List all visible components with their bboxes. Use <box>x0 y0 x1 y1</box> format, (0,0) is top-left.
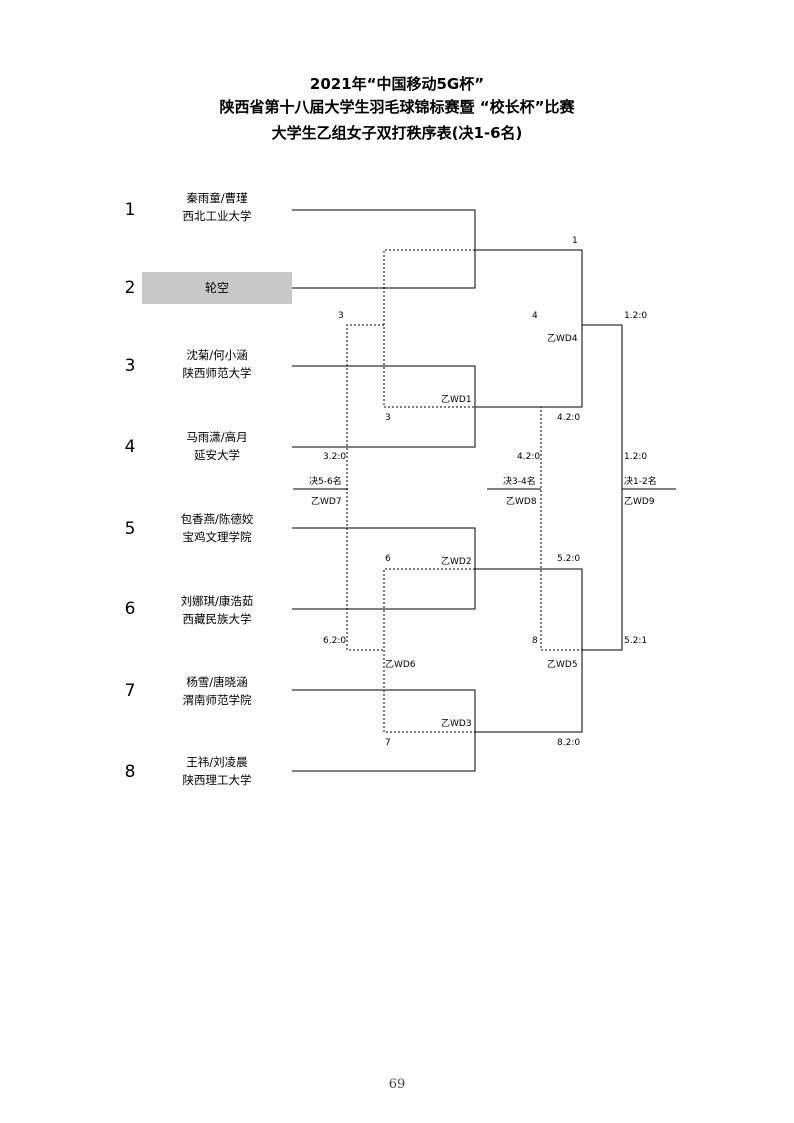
team-school: 陕西理工大学 <box>182 773 252 787</box>
seed-number: 7 <box>124 681 136 701</box>
team-players: 杨雪/唐晓涵 <box>186 675 248 689</box>
team-school: 宝鸡文理学院 <box>182 530 252 544</box>
seed-number: 6 <box>124 599 136 619</box>
team-players: 刘娜琪/康浩茹 <box>180 594 254 608</box>
loser-bracket-line <box>346 324 384 651</box>
team-players: 包香燕/陈德姣 <box>180 512 254 526</box>
match-code: 乙WD7 <box>311 497 342 507</box>
match-label: 6 <box>385 554 391 564</box>
match-result: 4.2:0 <box>557 413 581 423</box>
placement-label: 决1-2名 <box>624 477 657 487</box>
team-school: 渭南师范学院 <box>182 693 252 707</box>
seed-number: 2 <box>124 278 136 298</box>
team-players: 王祎/刘凌晨 <box>186 755 248 769</box>
match-result: 6.2:0 <box>323 636 347 646</box>
bracket-line <box>292 527 476 610</box>
seed-number: 1 <box>124 200 136 220</box>
match-code: 乙WD3 <box>441 719 472 729</box>
loser-bracket-line <box>383 568 475 733</box>
match-result: 1.2:0 <box>624 311 648 321</box>
team-school: 西藏民族大学 <box>182 612 252 626</box>
seed-number: 3 <box>124 356 136 376</box>
loser-bracket-line <box>540 406 582 651</box>
match-label: 4 <box>532 311 538 321</box>
team-entry: 杨雪/唐晓涵 渭南师范学院 <box>142 673 292 709</box>
bracket-line <box>292 365 476 448</box>
match-code: 乙WD6 <box>385 660 416 670</box>
bye-slot: 轮空 <box>142 272 292 304</box>
match-label: 3 <box>385 413 391 423</box>
bracket-line <box>582 324 623 651</box>
match-result: 3.2:0 <box>323 452 347 462</box>
team-entry: 秦雨童/曹瑾 西北工业大学 <box>142 189 292 225</box>
match-code: 乙WD8 <box>506 497 537 507</box>
match-code: 乙WD5 <box>547 660 578 670</box>
seed-number: 5 <box>124 519 136 539</box>
match-result: 5.2:0 <box>557 554 581 564</box>
team-school: 陕西师范大学 <box>182 366 252 380</box>
match-result: 5.2:1 <box>624 636 648 646</box>
match-label: 1 <box>572 236 578 246</box>
team-school: 西北工业大学 <box>182 209 252 223</box>
team-entry: 刘娜琪/康浩茹 西藏民族大学 <box>142 592 292 628</box>
title-line-3: 大学生乙组女子双打秩序表(决1-6名) <box>271 124 523 142</box>
bracket-line <box>475 249 583 408</box>
match-result: 4.2:0 <box>517 452 541 462</box>
match-result: 8.2:0 <box>557 738 581 748</box>
page-number: 69 <box>388 1077 406 1092</box>
match-result: 1.2:0 <box>624 452 648 462</box>
placement-label: 决5-6名 <box>309 477 342 487</box>
seed-number: 8 <box>124 762 136 782</box>
team-players: 轮空 <box>204 281 229 295</box>
match-code: 乙WD4 <box>547 334 578 344</box>
team-entry: 马雨潇/高月 延安大学 <box>142 428 292 464</box>
match-label: 8 <box>532 636 538 646</box>
title-line-1: 2021年“中国移动5G杯” <box>309 75 485 93</box>
match-code: 乙WD2 <box>441 557 472 567</box>
team-entry: 沈菊/何小涵 陕西师范大学 <box>142 346 292 382</box>
team-players: 秦雨童/曹瑾 <box>186 191 248 205</box>
match-label: 3 <box>338 311 344 321</box>
team-entry: 王祎/刘凌晨 陕西理工大学 <box>142 753 292 789</box>
loser-bracket-line <box>383 249 475 408</box>
match-label: 7 <box>385 738 391 748</box>
team-players: 沈菊/何小涵 <box>186 348 248 362</box>
team-entry: 包香燕/陈德姣 宝鸡文理学院 <box>142 510 292 546</box>
title-line-2: 陕西省第十八届大学生羽毛球锦标赛暨 “校长杯”比赛 <box>219 98 575 116</box>
team-school: 延安大学 <box>194 448 240 462</box>
seed-number: 4 <box>124 437 136 457</box>
placement-label: 决3-4名 <box>503 477 536 487</box>
team-players: 马雨潇/高月 <box>186 430 248 444</box>
match-code: 乙WD1 <box>441 395 472 405</box>
match-code: 乙WD9 <box>624 497 655 507</box>
